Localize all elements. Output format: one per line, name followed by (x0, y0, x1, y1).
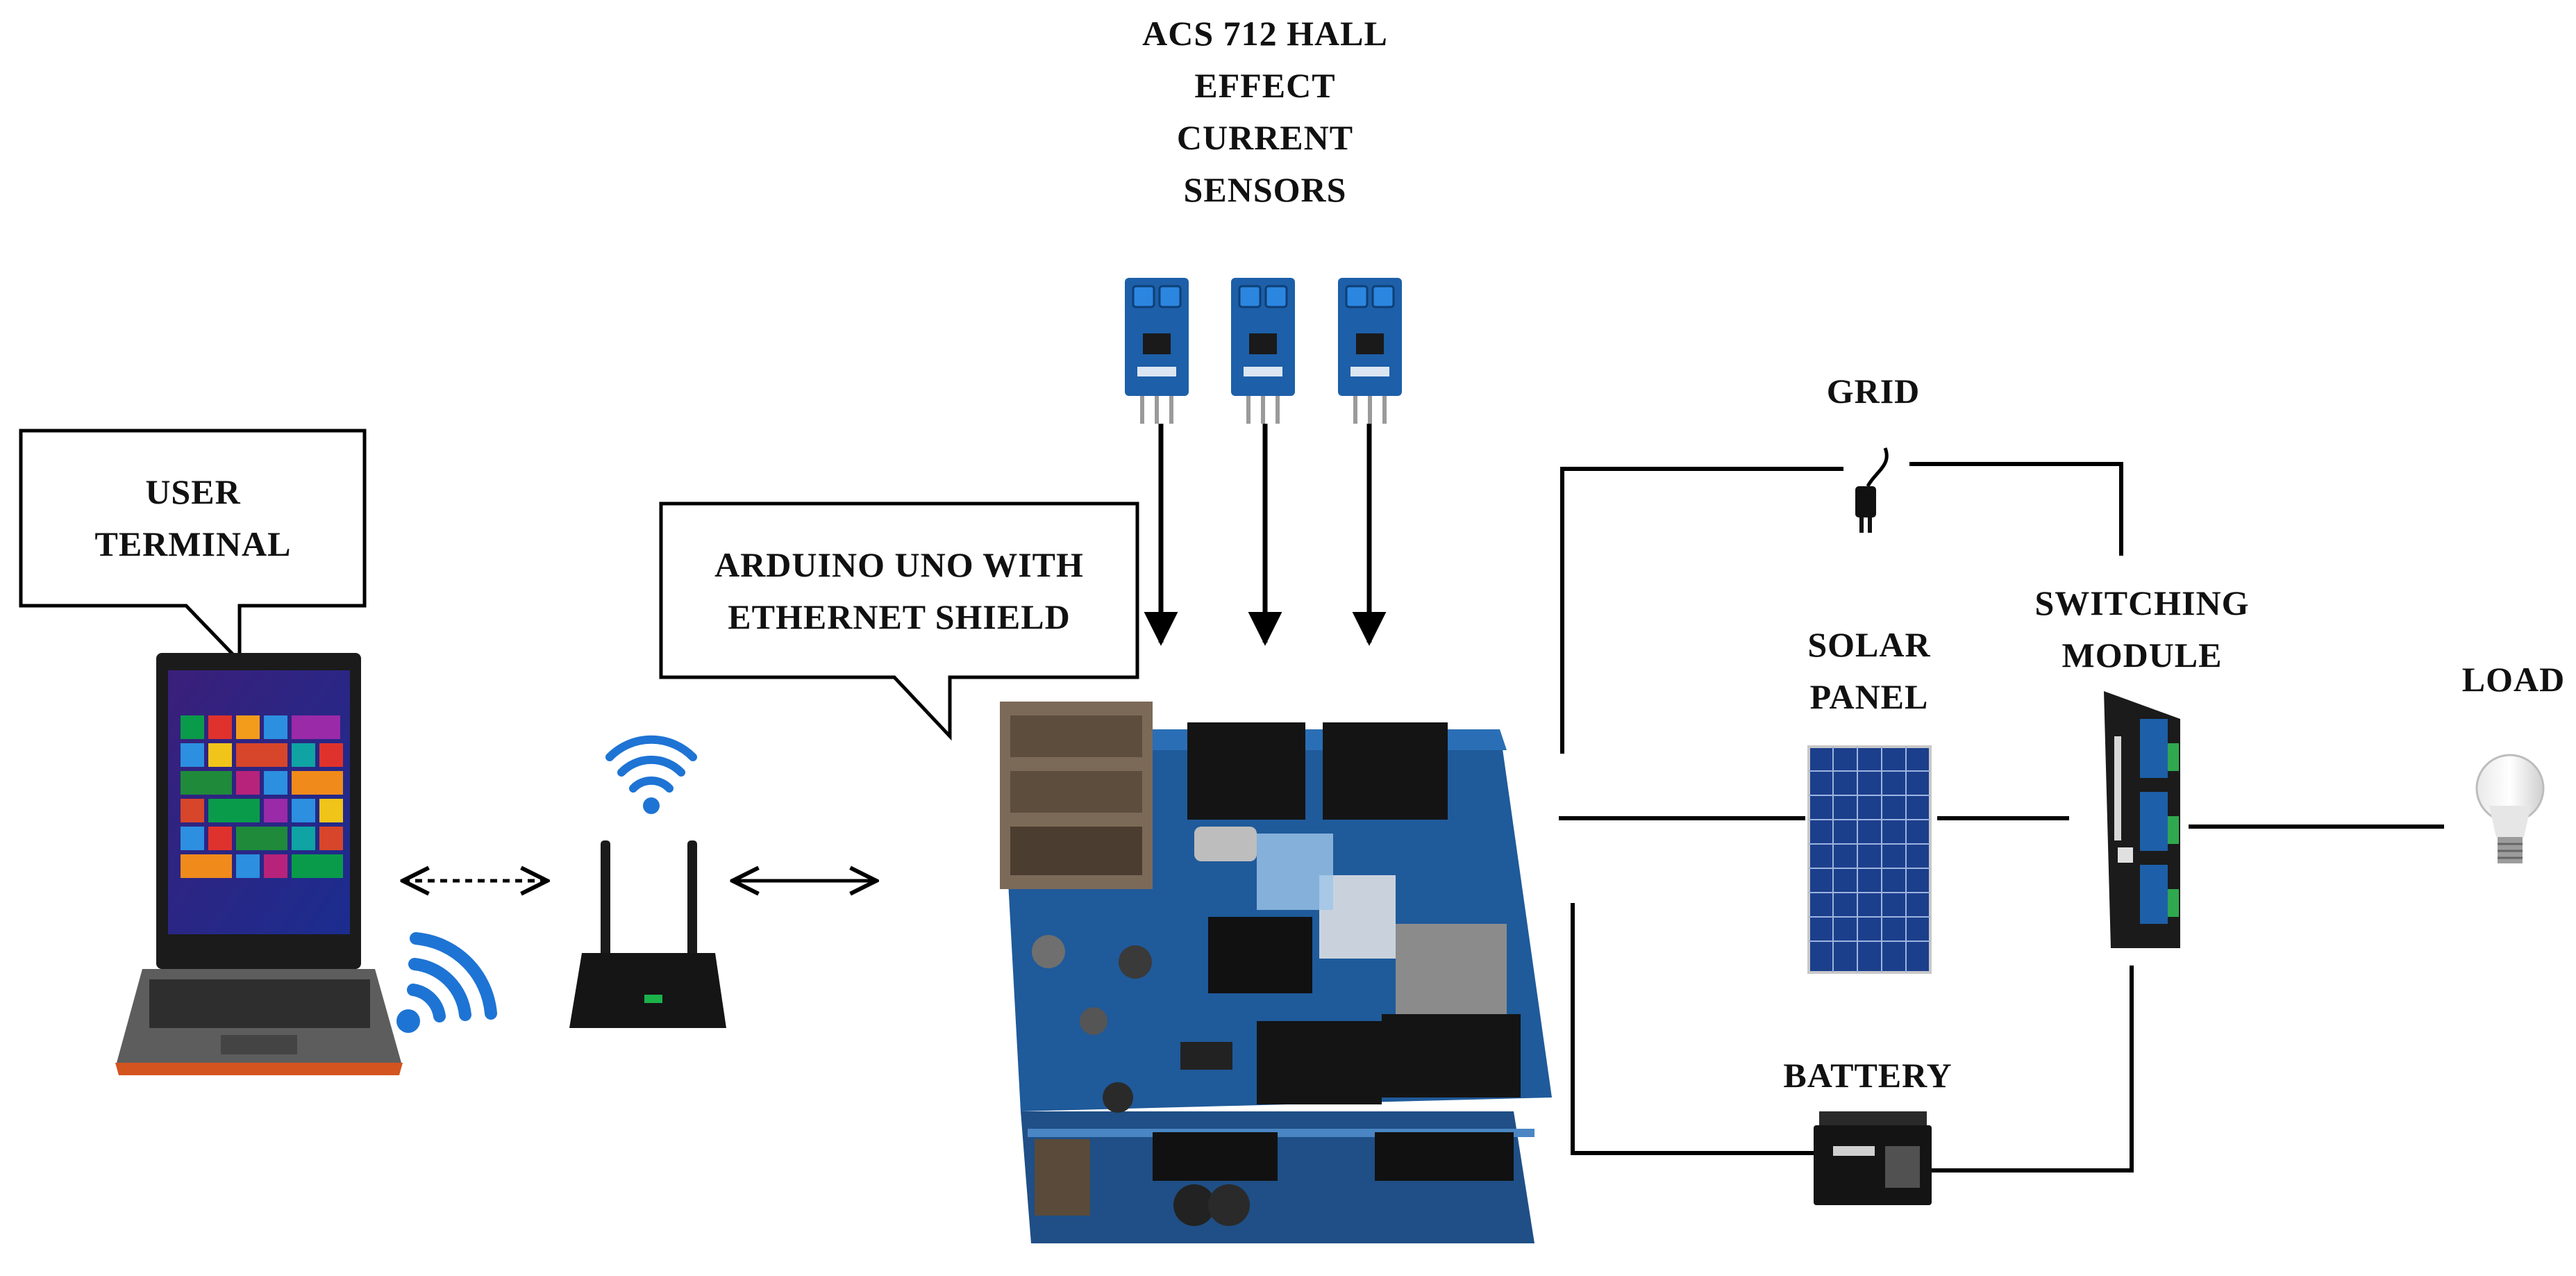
grid-wire-right (1909, 462, 2123, 556)
solar-panel-icon (1807, 745, 1932, 974)
sensors-label-line-4: SENSORS (1184, 170, 1347, 209)
arduino-board-icon (1000, 702, 1552, 1243)
relay-module-icon (2104, 691, 2180, 948)
user-terminal-label-line-1: USER (145, 472, 240, 511)
current-sensor-icon (1125, 278, 1189, 424)
arduino-label-line-2: ETHERNET SHIELD (728, 597, 1070, 636)
current-sensor-icon (1231, 278, 1295, 424)
battery-wire-left (1571, 903, 1814, 1155)
router-icon (569, 735, 726, 1028)
wiring-lines (1559, 462, 2444, 1173)
start-screen-tiles (181, 715, 343, 878)
arduino-callout: ARDUINO UNO WITH ETHERNET SHIELD (659, 502, 1139, 741)
light-bulb-icon (2475, 754, 2545, 863)
sensors-label-line-3: CURRENT (1177, 118, 1353, 157)
load-label: LOAD (2462, 660, 2565, 699)
wifi-icon (396, 932, 497, 1033)
solar-panel-label-line-2: PANEL (1810, 677, 1929, 716)
battery-icon (1814, 1111, 1932, 1205)
grid-wire-left (1560, 467, 1843, 754)
router-wifi-icon (605, 735, 697, 814)
grid-label: GRID (1827, 372, 1921, 411)
arduino-label-line-1: ARDUINO UNO WITH (714, 545, 1084, 584)
sensors-label-line-2: EFFECT (1194, 66, 1335, 105)
switching-module-label-line-2: MODULE (2062, 636, 2223, 674)
sensors-label: ACS 712 HALL EFFECT CURRENT SENSORS (1142, 14, 1388, 209)
power-plug-icon (1855, 447, 1889, 533)
user-terminal-callout: USER TERMINAL (19, 429, 367, 666)
user-terminal-label-line-2: TERMINAL (94, 524, 291, 563)
current-sensor-icon (1338, 278, 1402, 424)
switching-module-label-line-1: SWITCHING (2034, 583, 2249, 622)
laptop-icon (115, 653, 403, 1075)
solar-panel-label-line-1: SOLAR (1807, 625, 1930, 664)
battery-wire-right (1932, 966, 2134, 1173)
battery-label: BATTERY (1783, 1056, 1952, 1095)
sensors-label-line-1: ACS 712 HALL (1142, 14, 1388, 53)
